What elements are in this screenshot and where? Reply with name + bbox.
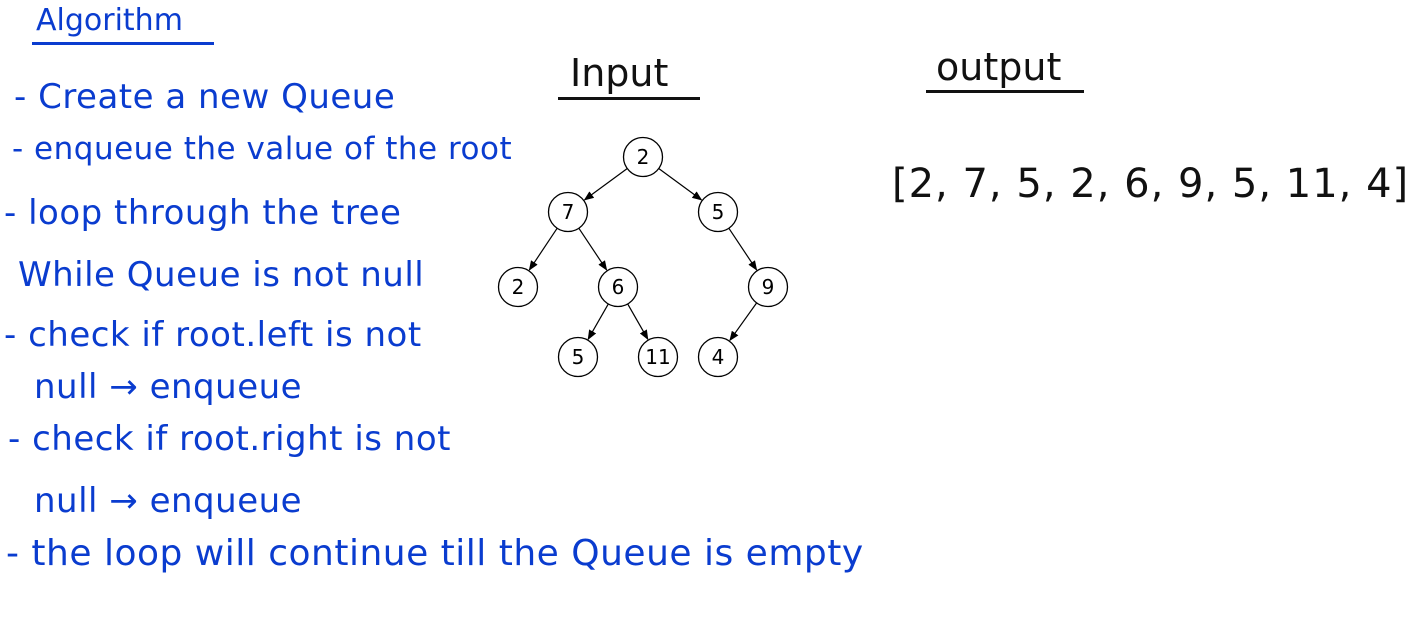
- tree-edge-n1-n2: [583, 168, 628, 201]
- tree-node-n8: 11: [637, 336, 679, 378]
- algorithm-step-8: null → enqueue: [34, 481, 303, 521]
- tree-node-label: 6: [612, 275, 625, 299]
- algorithm-step-4: While Queue is not null: [18, 255, 425, 295]
- tree-node-n4: 2: [497, 266, 539, 308]
- tree-node-circle: [597, 266, 639, 308]
- tree-node-circle: [637, 336, 679, 378]
- algorithm-title: Algorithm: [36, 3, 183, 38]
- output-title-underline: [926, 90, 1084, 93]
- tree-node-circle: [697, 336, 739, 378]
- tree-node-label: 9: [762, 275, 775, 299]
- algorithm-step-6: null → enqueue: [34, 367, 303, 407]
- tree-edge-n6-n9: [729, 302, 758, 342]
- tree-node-circle: [547, 191, 589, 233]
- tree-node-circle: [557, 336, 599, 378]
- tree-node-label: 5: [572, 345, 585, 369]
- tree-node-n1: 2: [622, 136, 664, 178]
- output-title: output: [936, 45, 1062, 89]
- tree-edge-n2-n4: [528, 227, 558, 271]
- tree-node-n3: 5: [697, 191, 739, 233]
- tree-node-circle: [747, 266, 789, 308]
- tree-edge-n1-n3: [658, 168, 703, 201]
- tree-node-label: 4: [712, 345, 725, 369]
- tree-node-label: 2: [637, 145, 650, 169]
- tree-node-n2: 7: [547, 191, 589, 233]
- algorithm-step-9: - the loop will continue till the Queue …: [6, 533, 864, 574]
- algorithm-step-1: - Create a new Queue: [14, 77, 396, 117]
- tree-edge-n5-n7: [587, 303, 609, 341]
- algorithm-step-3: - loop through the tree: [4, 193, 402, 233]
- algorithm-step-7: - check if root.right is not: [8, 419, 451, 459]
- tree-node-n9: 4: [697, 336, 739, 378]
- tree-node-n7: 5: [557, 336, 599, 378]
- algorithm-step-5: - check if root.left is not: [4, 315, 422, 355]
- tree-edge-n3-n6: [728, 227, 758, 271]
- binary-tree-diagram: 2 7 5 2 6 9 5 11 4: [497, 136, 789, 378]
- tree-node-label: 2: [512, 275, 525, 299]
- input-title: Input: [570, 51, 669, 95]
- input-title-underline: [558, 97, 700, 100]
- output-array: [2, 7, 5, 2, 6, 9, 5, 11, 4]: [892, 161, 1409, 207]
- tree-node-label: 11: [645, 345, 670, 369]
- tree-node-circle: [622, 136, 664, 178]
- algorithm-title-underline: [32, 42, 214, 45]
- tree-node-label: 7: [562, 200, 575, 224]
- tree-edge-n5-n8: [627, 303, 649, 341]
- tree-node-circle: [497, 266, 539, 308]
- algorithm-step-2: - enqueue the value of the root: [12, 131, 513, 167]
- tree-node-n6: 9: [747, 266, 789, 308]
- tree-node-n5: 6: [597, 266, 639, 308]
- tree-node-circle: [697, 191, 739, 233]
- tree-node-label: 5: [712, 200, 725, 224]
- tree-edge-n2-n5: [578, 227, 608, 271]
